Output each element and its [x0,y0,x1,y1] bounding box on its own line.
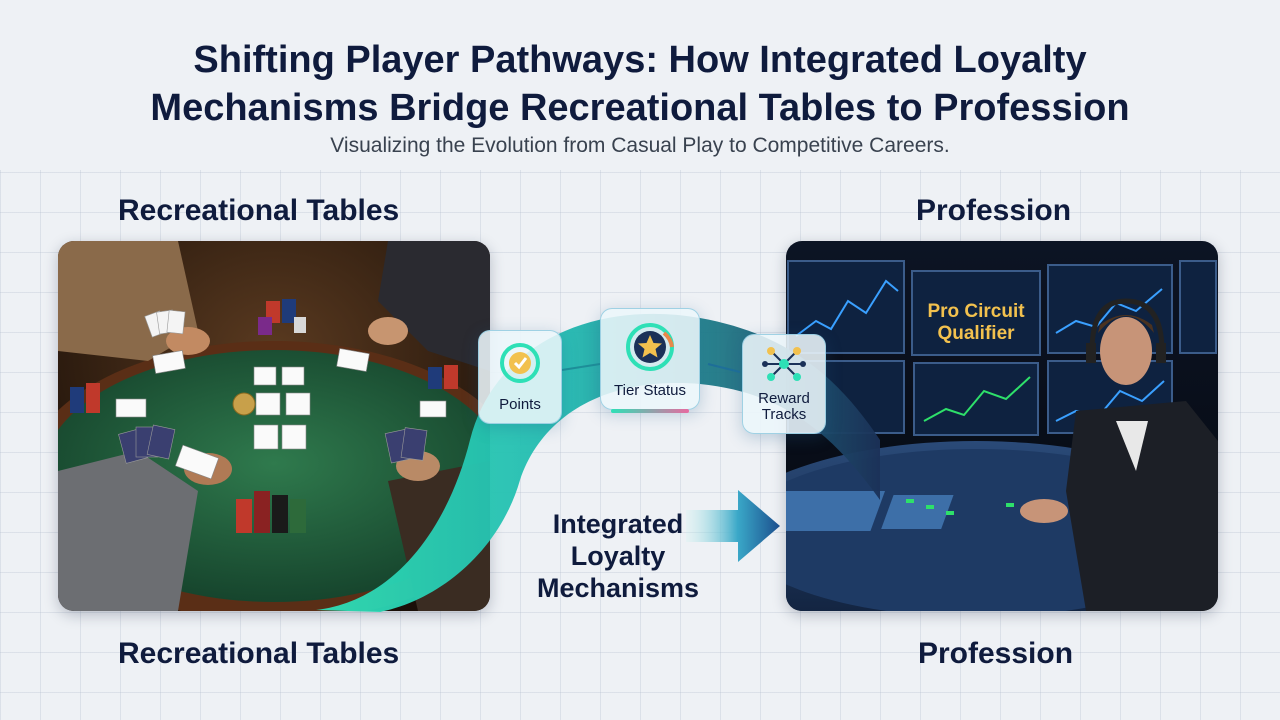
bridge-label: Integrated Loyalty Mechanisms [518,508,718,604]
reward-tracks-label-line-1: Reward [758,390,810,407]
header-band [0,0,1280,170]
recreational-table-image [58,241,490,611]
reward-tracks-node: Reward Tracks [742,334,826,434]
star-badge-icon [626,323,674,371]
page-subtitle: Visualizing the Evolution from Casual Pl… [330,134,950,157]
monitor-title-line-2: Qualifier [937,323,1015,344]
tier-status-node: Tier Status [600,308,700,413]
recreational-label-bottom: Recreational Tables [118,637,400,670]
points-medal-icon [500,343,540,383]
bridge-label-line-3: Mechanisms [536,573,700,603]
title-line-2: Mechanisms Bridge Recreational Tables to… [150,87,1130,129]
tier-status-label: Tier Status [614,382,686,399]
profession-label-top: Profession [916,194,1072,227]
profession-label-bottom: Profession [918,637,1074,670]
recreational-label-top: Recreational Tables [118,194,400,227]
reward-tracks-label-line-2: Tracks [761,406,807,423]
network-nodes-icon [762,347,806,381]
profession-station-image: Pro Circuit Qualifier [786,241,1218,611]
points-node: Points [478,330,562,424]
bridge-label-line-1: Integrated [552,509,684,539]
tier-progress-accent [611,409,689,413]
title-line-1: Shifting Player Pathways: How Integrated… [193,39,1087,81]
bridge-label-line-2: Loyalty [570,541,666,571]
bridge-arrow-icon [686,490,780,562]
page-title: Shifting Player Pathways: How Integrated… [0,36,1280,132]
monitor-title-line-1: Pro Circuit [927,301,1025,322]
points-label: Points [499,396,541,413]
